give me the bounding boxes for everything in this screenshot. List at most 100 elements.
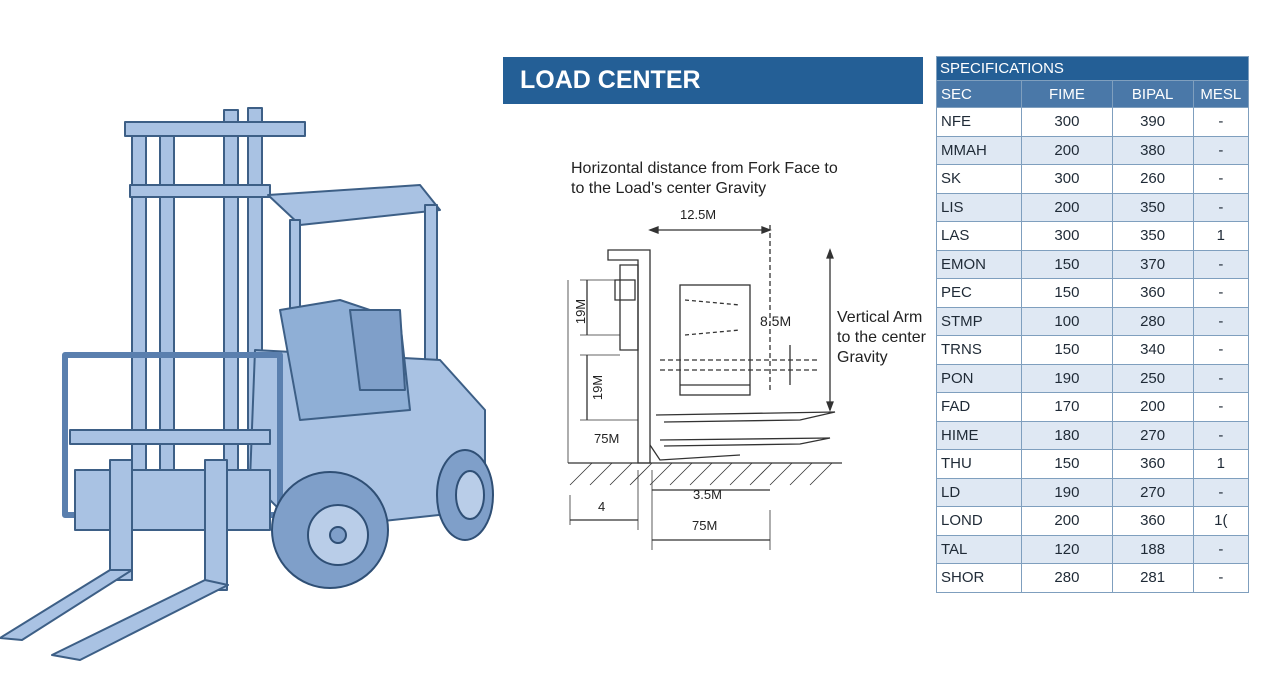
table-cell: 280 — [1111, 306, 1194, 336]
load-center-diagram — [567, 225, 842, 550]
table-cell: FAD — [935, 392, 1023, 422]
table-cell: 1 — [1192, 449, 1250, 479]
table-cell: 200 — [1021, 506, 1113, 536]
table-cell: 150 — [1021, 278, 1113, 308]
table-cell: 390 — [1111, 107, 1194, 137]
table-cell: 200 — [1021, 192, 1113, 222]
table-cell: - — [1192, 278, 1250, 308]
table-cell: 150 — [1021, 249, 1113, 279]
table-cell: 270 — [1111, 477, 1194, 507]
dim-left-lower-label: 19M — [590, 374, 606, 401]
dim-top-label: 12.5M — [680, 207, 717, 222]
table-cell: 300 — [1021, 107, 1113, 137]
table-cell: - — [1192, 192, 1250, 222]
table-cell: 350 — [1111, 192, 1194, 222]
table-cell: SHOR — [935, 563, 1023, 593]
table-cell: 370 — [1111, 249, 1194, 279]
table-cell: 200 — [1111, 392, 1194, 422]
table-cell: PON — [935, 363, 1023, 393]
table-cell: - — [1192, 392, 1250, 422]
table-cell: 270 — [1111, 420, 1194, 450]
table-cell: 350 — [1111, 221, 1194, 251]
dim-bottom-2-label: 75M — [692, 518, 718, 533]
table-cell: NFE — [935, 107, 1023, 137]
column-header: MESL — [1192, 80, 1250, 108]
table-cell: 1 — [1192, 221, 1250, 251]
table-cell: 360 — [1111, 506, 1194, 536]
table-cell: LOND — [935, 506, 1023, 536]
forklift-illustration — [0, 107, 494, 661]
table-cell: 200 — [1021, 135, 1113, 165]
table-cell: - — [1192, 249, 1250, 279]
table-cell: STMP — [935, 306, 1023, 336]
horizontal-distance-caption: Horizontal distance from Fork Face to to… — [571, 160, 838, 197]
table-cell: 150 — [1021, 449, 1113, 479]
table-cell: 380 — [1111, 135, 1194, 165]
table-cell: - — [1192, 563, 1250, 593]
dim-left-base-label: 75M — [594, 431, 620, 446]
table-cell: - — [1192, 534, 1250, 564]
table-header-row: SEC FIME BIPAL MESL — [935, 80, 1250, 108]
table-cell: 300 — [1021, 221, 1113, 251]
column-header: FIME — [1021, 80, 1113, 108]
table-cell: MMAH — [935, 135, 1023, 165]
table-cell: - — [1192, 164, 1250, 194]
table-cell: 188 — [1111, 534, 1194, 564]
table-cell: - — [1192, 335, 1250, 365]
table-cell: EMON — [935, 249, 1023, 279]
dim-inner-label: 8.5M — [760, 313, 792, 329]
table-cell: 360 — [1111, 278, 1194, 308]
table-cell: 260 — [1111, 164, 1194, 194]
dim-bottom-1-label: 3.5M — [693, 487, 722, 502]
table-cell: - — [1192, 306, 1250, 336]
table-cell: 190 — [1021, 477, 1113, 507]
table-cell: 280 — [1021, 563, 1113, 593]
table-cell: LAS — [935, 221, 1023, 251]
table-cell: - — [1192, 363, 1250, 393]
table-cell: 150 — [1021, 335, 1113, 365]
table-cell: 180 — [1021, 420, 1113, 450]
table-cell: - — [1192, 477, 1250, 507]
column-header: SEC — [935, 80, 1023, 108]
table-cell: THU — [935, 449, 1023, 479]
table-cell: - — [1192, 420, 1250, 450]
table-title: SPECIFICATIONS — [936, 56, 1249, 81]
table-cell: SK — [935, 164, 1023, 194]
table-cell: HIME — [935, 420, 1023, 450]
table-cell: 1( — [1192, 506, 1250, 536]
table-cell: 170 — [1021, 392, 1113, 422]
table-cell: 120 — [1021, 534, 1113, 564]
vertical-arm-caption: Vertical Arm to the center Gravity — [837, 309, 926, 366]
dim-bottom-small-label: 4 — [598, 499, 606, 514]
table-cell: 250 — [1111, 363, 1194, 393]
table-cell: PEC — [935, 278, 1023, 308]
table-cell: 300 — [1021, 164, 1113, 194]
page-title: LOAD CENTER — [503, 57, 923, 104]
table-cell: 100 — [1021, 306, 1113, 336]
table-cell: TRNS — [935, 335, 1023, 365]
table-cell: - — [1192, 107, 1250, 137]
column-header: BIPAL — [1111, 80, 1194, 108]
table-cell: - — [1192, 135, 1250, 165]
table-cell: 340 — [1111, 335, 1194, 365]
table-cell: 281 — [1111, 563, 1194, 593]
